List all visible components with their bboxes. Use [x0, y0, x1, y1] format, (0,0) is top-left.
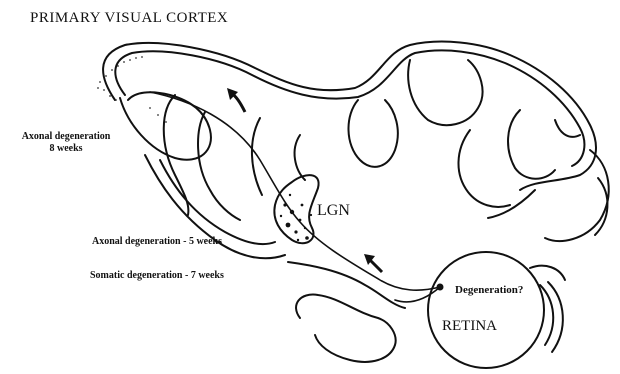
axonal-5-weeks-label: Axonal degeneration - 5 weeks — [92, 236, 222, 248]
eye-globe — [428, 252, 544, 368]
axonal-8-line2: 8 weeks — [6, 143, 126, 155]
eye-lens-2 — [548, 282, 563, 352]
cortex-stipple — [97, 56, 167, 123]
gyrus-fold-4 — [295, 135, 305, 180]
gyrus-fold-2 — [198, 112, 240, 220]
gyrus-fold-5 — [348, 100, 397, 167]
gyrus-fold-7 — [458, 130, 510, 207]
gyrus-fold-6 — [408, 60, 482, 125]
lgn-label: LGN — [317, 202, 350, 220]
arrow-icon — [364, 254, 382, 272]
curved-arrow-icon — [227, 88, 245, 112]
degeneration-question-label: Degeneration? — [455, 284, 523, 297]
dot-icon — [437, 284, 444, 291]
gyrus-fold-8 — [508, 110, 555, 179]
diagram-title: PRIMARY VISUAL CORTEX — [30, 10, 228, 27]
axonal-8-weeks-label: Axonal degeneration 8 weeks — [6, 131, 126, 154]
somatic-7-weeks-label: Somatic degeneration - 7 weeks — [90, 270, 224, 282]
cortex-inner-outline — [115, 50, 584, 166]
temporal-contour — [288, 262, 405, 308]
frontal-curve-3 — [488, 190, 535, 218]
axonal-8-line1: Axonal degeneration — [6, 131, 126, 143]
retina-label: RETINA — [442, 318, 497, 335]
brainstem-contour — [296, 295, 396, 362]
